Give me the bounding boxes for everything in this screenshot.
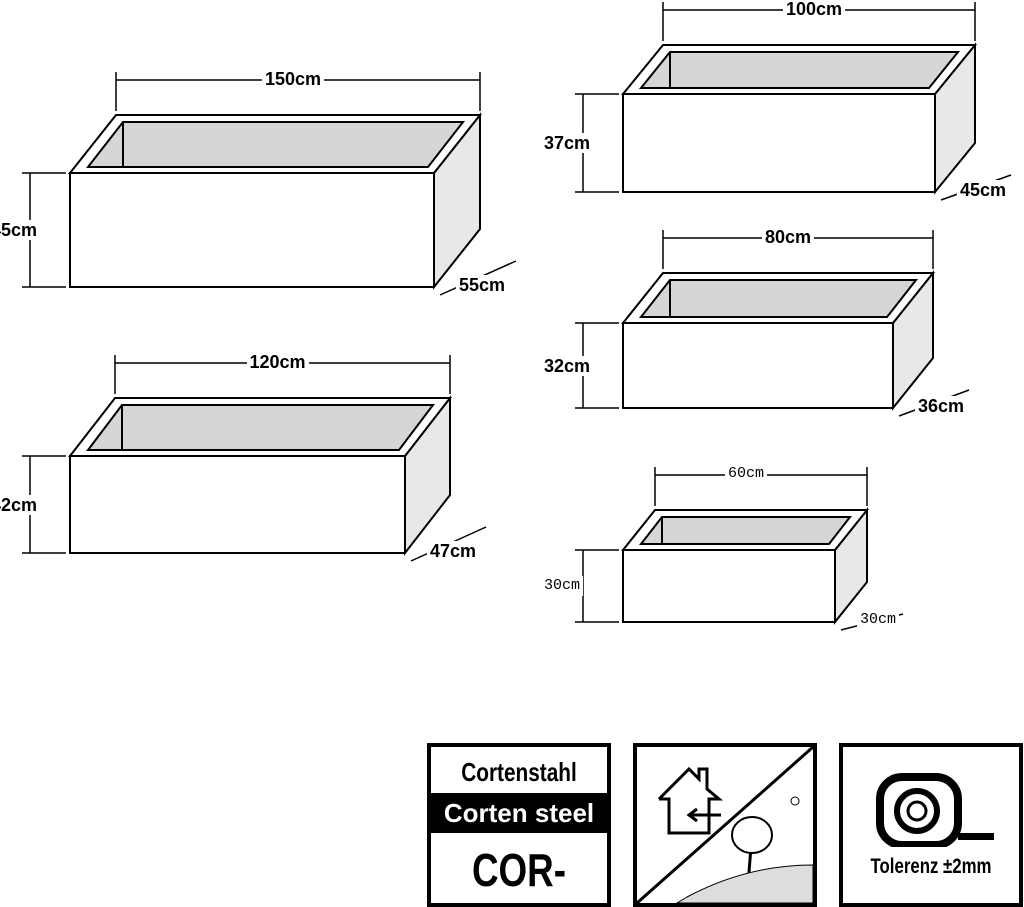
material-label-de: Cortenstahl — [461, 757, 577, 787]
depth-label: 36cm — [915, 396, 968, 416]
planter-inner-opening — [638, 51, 961, 89]
indoor-outdoor-badge — [633, 743, 817, 907]
arrow-icon — [686, 807, 721, 823]
width-label: 100cm — [783, 0, 846, 19]
height-label: 37cm — [541, 133, 594, 153]
depth-label: 30cm — [857, 610, 900, 630]
planter-inner-opening — [638, 516, 853, 545]
width-label: 120cm — [246, 352, 309, 372]
planter-inner-opening — [85, 121, 466, 168]
tree-icon — [731, 816, 773, 854]
material-badge: Cortenstahl Corten steel COR-TEN — [427, 743, 611, 907]
tolerance-badge: Tolerenz ±2mm — [839, 743, 1023, 907]
planter-inner-opening — [85, 404, 436, 451]
depth-label: 47cm — [427, 541, 480, 561]
planter-front-face — [69, 455, 406, 554]
planter-150 — [22, 72, 517, 296]
material-label-en: Corten steel — [431, 793, 607, 833]
width-label: 60cm — [725, 464, 768, 484]
width-label: 80cm — [762, 227, 815, 247]
depth-label: 55cm — [456, 275, 509, 295]
planter-80 — [575, 230, 970, 417]
planter-front-face — [622, 549, 836, 623]
depth-label: 45cm — [957, 180, 1010, 200]
height-label: 30cm — [541, 576, 584, 596]
sun-icon — [790, 796, 800, 806]
tape-measure-icon — [876, 773, 994, 847]
height-label: 32cm — [541, 355, 594, 376]
planter-front-face — [622, 322, 894, 409]
tolerance-label: Tolerenz ±2mm — [870, 855, 992, 878]
height-label: 45cm — [0, 220, 41, 240]
house-icon — [657, 766, 724, 835]
height-label: 42cm — [0, 494, 41, 515]
planter-60 — [575, 467, 904, 631]
planter-front-face — [69, 172, 435, 288]
planter-inner-opening — [638, 279, 919, 318]
indoor-outdoor-icon — [637, 747, 813, 903]
planter-front-face — [622, 93, 936, 193]
width-label: 150cm — [262, 69, 325, 89]
planter-120 — [22, 355, 487, 562]
planter-100 — [575, 2, 1012, 201]
material-label-corten: COR-TEN — [471, 844, 567, 907]
